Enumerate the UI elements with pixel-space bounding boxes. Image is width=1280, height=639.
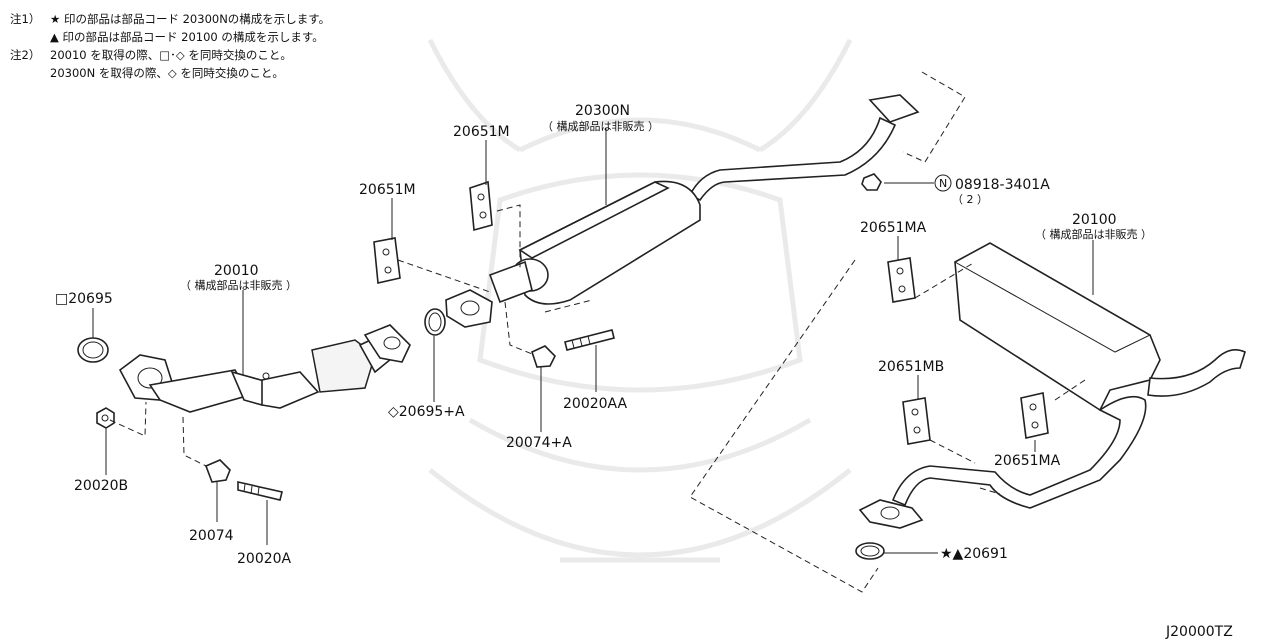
label-20695[interactable]: □20695: [55, 291, 113, 307]
stud-20020A[interactable]: [237, 480, 283, 501]
label-20651M-lower[interactable]: 20651M: [359, 182, 416, 198]
nut-20020B[interactable]: [96, 407, 115, 429]
center-muffler[interactable]: [445, 94, 920, 328]
rubber-mount-20651MA-lower[interactable]: [1020, 392, 1049, 439]
rubber-mount-20651MA-upper[interactable]: [887, 257, 916, 303]
label-20020B[interactable]: 20020B: [74, 478, 128, 494]
stud-20020AA[interactable]: [564, 329, 615, 351]
main-muffler[interactable]: [858, 242, 1246, 529]
note-line-2: ▲ 印の部品は部品コード 20100 の構成を示します。: [50, 30, 324, 44]
gasket-20695[interactable]: [77, 337, 109, 363]
dashed-guide-lines: [109, 71, 1089, 593]
label-20074A[interactable]: 20074+A: [506, 435, 572, 451]
label-08918-3401A[interactable]: 08918-3401A: [955, 177, 1050, 193]
label-20300N-note: （ 構成部品は非販売 ）: [542, 119, 659, 133]
label-20100[interactable]: 20100: [1072, 212, 1117, 228]
n-mark-icon: [934, 174, 952, 192]
label-20100-note: （ 構成部品は非販売 ）: [1035, 227, 1152, 241]
label-20695A[interactable]: ◇20695+A: [388, 404, 465, 420]
label-20691[interactable]: ★▲20691: [940, 546, 1008, 562]
label-20010[interactable]: 20010: [214, 263, 259, 279]
rubber-mount-20651M-lower[interactable]: [373, 237, 401, 284]
label-20651MB[interactable]: 20651MB: [878, 359, 944, 375]
watermark-logo: [427, 38, 853, 563]
label-20074[interactable]: 20074: [189, 528, 234, 544]
rubber-mount-20651M-upper[interactable]: [469, 180, 493, 232]
n-mark-letter: N: [939, 177, 947, 190]
note-line-4: 20300N を取得の際、◇ を同時交換のこと。: [50, 66, 284, 80]
leader-lines: [92, 128, 1094, 554]
label-20300N[interactable]: 20300N: [575, 103, 630, 119]
label-20010-note: （ 構成部品は非販売 ）: [180, 278, 297, 292]
label-08918-qty: （ 2 ）: [952, 193, 988, 206]
part-labels: 20300N （ 構成部品は非販売 ） 20651M 20651M N 0891…: [55, 103, 1233, 639]
note-line-3: 注2）20010 を取得の際、□･◇ を同時交換のこと。: [10, 48, 292, 62]
nut-20074A[interactable]: [531, 345, 556, 368]
label-20651M-upper[interactable]: 20651M: [453, 124, 510, 140]
nut-20074[interactable]: [204, 459, 231, 483]
label-20651MA-upper[interactable]: 20651MA: [860, 220, 927, 236]
gasket-20695A[interactable]: [424, 308, 446, 336]
label-20020AA[interactable]: 20020AA: [563, 396, 628, 412]
label-20651MA-lower[interactable]: 20651MA: [994, 453, 1061, 469]
rubber-mount-20651MB[interactable]: [902, 397, 931, 445]
front-exhaust-tube[interactable]: [118, 324, 411, 413]
diagram-code: J20000TZ: [1165, 624, 1233, 639]
gasket-20691[interactable]: [855, 542, 885, 560]
notes-block: 注1）★ 印の部品は部品コード 20300Nの構成を示します。 ▲ 印の部品は部…: [10, 10, 330, 82]
nut-08918[interactable]: [861, 173, 882, 191]
note-line-1: 注1）★ 印の部品は部品コード 20300Nの構成を示します。: [10, 12, 331, 26]
label-20020A[interactable]: 20020A: [237, 551, 292, 567]
